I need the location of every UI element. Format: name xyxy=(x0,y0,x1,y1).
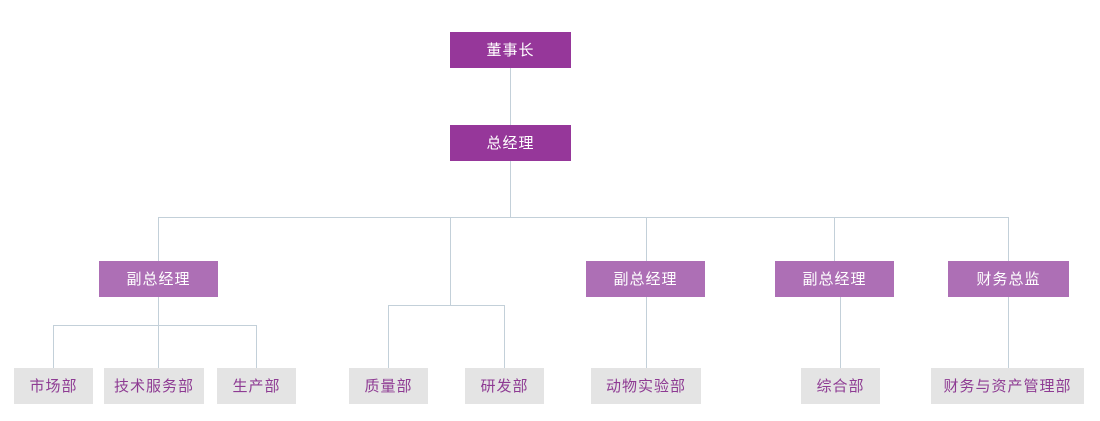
node-dept-rnd[interactable]: 研发部 xyxy=(465,368,544,404)
node-dept-animal-lab-label: 动物实验部 xyxy=(605,376,686,395)
connector-gm-to-bus xyxy=(510,161,511,217)
node-cfo[interactable]: 财务总监 xyxy=(948,261,1069,297)
connector-vp2-to-animal-lab xyxy=(646,297,647,368)
node-dept-finance-asset-label: 财务与资产管理部 xyxy=(943,376,1072,395)
node-dept-tech-service-label: 技术服务部 xyxy=(113,376,194,395)
connector-vp1-to-production xyxy=(256,325,257,368)
node-dept-marketing-label: 市场部 xyxy=(29,376,78,395)
node-dept-tech-service[interactable]: 技术服务部 xyxy=(104,368,204,404)
node-dept-general-affairs[interactable]: 综合部 xyxy=(801,368,880,404)
connector-main-bus xyxy=(158,217,1009,218)
connector-bus-to-vp2 xyxy=(646,217,647,261)
node-vp-3[interactable]: 副总经理 xyxy=(775,261,894,297)
connector-vp1-stem xyxy=(158,297,159,325)
node-dept-general-affairs-label: 综合部 xyxy=(816,376,865,395)
connector-middle-bus xyxy=(388,305,505,306)
connector-bus-to-vp1 xyxy=(158,217,159,261)
connector-bus-to-middle-branch xyxy=(450,217,451,305)
node-vp-3-label: 副总经理 xyxy=(802,269,867,288)
connector-bus-to-cfo xyxy=(1008,217,1009,261)
node-vp-1-label: 副总经理 xyxy=(126,269,191,288)
node-dept-animal-lab[interactable]: 动物实验部 xyxy=(591,368,701,404)
node-dept-finance-asset[interactable]: 财务与资产管理部 xyxy=(931,368,1084,404)
node-dept-production[interactable]: 生产部 xyxy=(217,368,296,404)
connector-middle-to-quality xyxy=(388,305,389,368)
connector-middle-to-rnd xyxy=(504,305,505,368)
node-vp-2-label: 副总经理 xyxy=(613,269,678,288)
node-dept-marketing[interactable]: 市场部 xyxy=(14,368,93,404)
node-vp-1[interactable]: 副总经理 xyxy=(99,261,218,297)
node-dept-quality-label: 质量部 xyxy=(364,376,413,395)
connector-vp1-to-tech-service xyxy=(158,325,159,368)
node-cfo-label: 财务总监 xyxy=(976,269,1041,288)
node-general-manager[interactable]: 总经理 xyxy=(450,125,571,161)
node-chairman-label: 董事长 xyxy=(486,40,535,59)
node-dept-rnd-label: 研发部 xyxy=(480,376,529,395)
node-chairman[interactable]: 董事长 xyxy=(450,32,571,68)
connector-bus-to-vp3 xyxy=(834,217,835,261)
connector-cfo-to-finance-asset xyxy=(1008,297,1009,368)
connector-vp1-to-marketing xyxy=(53,325,54,368)
node-dept-quality[interactable]: 质量部 xyxy=(349,368,428,404)
connector-vp3-to-general-affairs xyxy=(840,297,841,368)
node-vp-2[interactable]: 副总经理 xyxy=(586,261,705,297)
connector-vp1-bus xyxy=(53,325,257,326)
node-dept-production-label: 生产部 xyxy=(232,376,281,395)
node-general-manager-label: 总经理 xyxy=(486,133,535,152)
connector-chairman-to-gm xyxy=(510,68,511,125)
